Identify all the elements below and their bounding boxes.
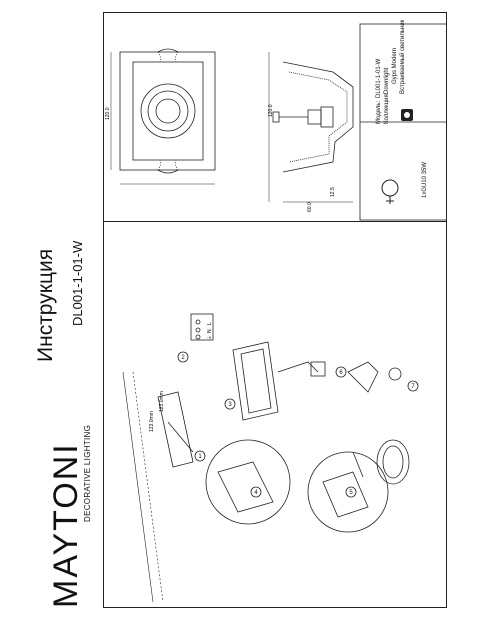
installation-drawing: 123.0mm 123.0mm L N ⏚ [122, 313, 419, 603]
dim-depth: 60.0 [307, 202, 313, 212]
fixture-body [232, 341, 402, 421]
step-7-marker [407, 380, 419, 392]
cutout [157, 391, 194, 468]
step-5-marker [345, 486, 357, 498]
spec-collection-value: Downlight [384, 67, 390, 94]
step-6-marker [335, 366, 347, 378]
technical-drawing: 120.0 120.0 60.0 12.5 [105, 23, 447, 221]
spec-type-line2: Встраиваемый светильник [400, 19, 406, 94]
dim-height: 120.0 [268, 104, 274, 117]
model-code: DL001-1-01-W [70, 240, 85, 326]
detail-5 [307, 451, 389, 533]
step-4-marker [250, 486, 262, 498]
step-3-marker [224, 398, 236, 410]
spec-collection-label: Коллекция: [384, 92, 390, 124]
brand-logo: MAYTONI [47, 442, 85, 608]
step-1-marker [194, 450, 206, 462]
spec-model-label: Модель: [376, 100, 382, 124]
dim-offset: 12.5 [330, 187, 336, 197]
detail-4 [205, 439, 291, 525]
terminal-n: N [207, 329, 213, 333]
downlight-icon [401, 109, 413, 121]
front-view [119, 48, 216, 174]
brand-tagline: DECORATIVE LIGHTING [83, 424, 92, 522]
lamp-spec: 1xGU10 35W [422, 161, 428, 198]
reflector [376, 439, 410, 485]
step-7: 7 [411, 384, 415, 390]
terminal-block [190, 313, 214, 341]
section-divider [103, 221, 447, 222]
document-frame [103, 12, 447, 608]
spec-type-line1: Gyps Modern [392, 47, 398, 84]
terminal-ground: ⏚ [206, 335, 213, 340]
step-6: 6 [339, 370, 343, 376]
dim-width: 120.0 [105, 107, 111, 120]
step-1: 1 [198, 454, 202, 460]
cutout-b: 123.0mm [159, 391, 165, 412]
spec-table [359, 23, 447, 221]
step-3: 3 [228, 402, 232, 408]
step-5: 5 [349, 490, 353, 496]
terminal-l: L [207, 322, 213, 325]
cutout-a: 123.0mm [149, 411, 155, 432]
step-4: 4 [254, 490, 258, 496]
spec-model-value: DL001-1-01-W [376, 58, 382, 98]
step-2: 2 [181, 355, 185, 361]
document-title: Инструкция [34, 248, 57, 362]
bulb-icon [381, 179, 399, 204]
side-view [272, 61, 354, 173]
step-2-marker [177, 351, 189, 363]
